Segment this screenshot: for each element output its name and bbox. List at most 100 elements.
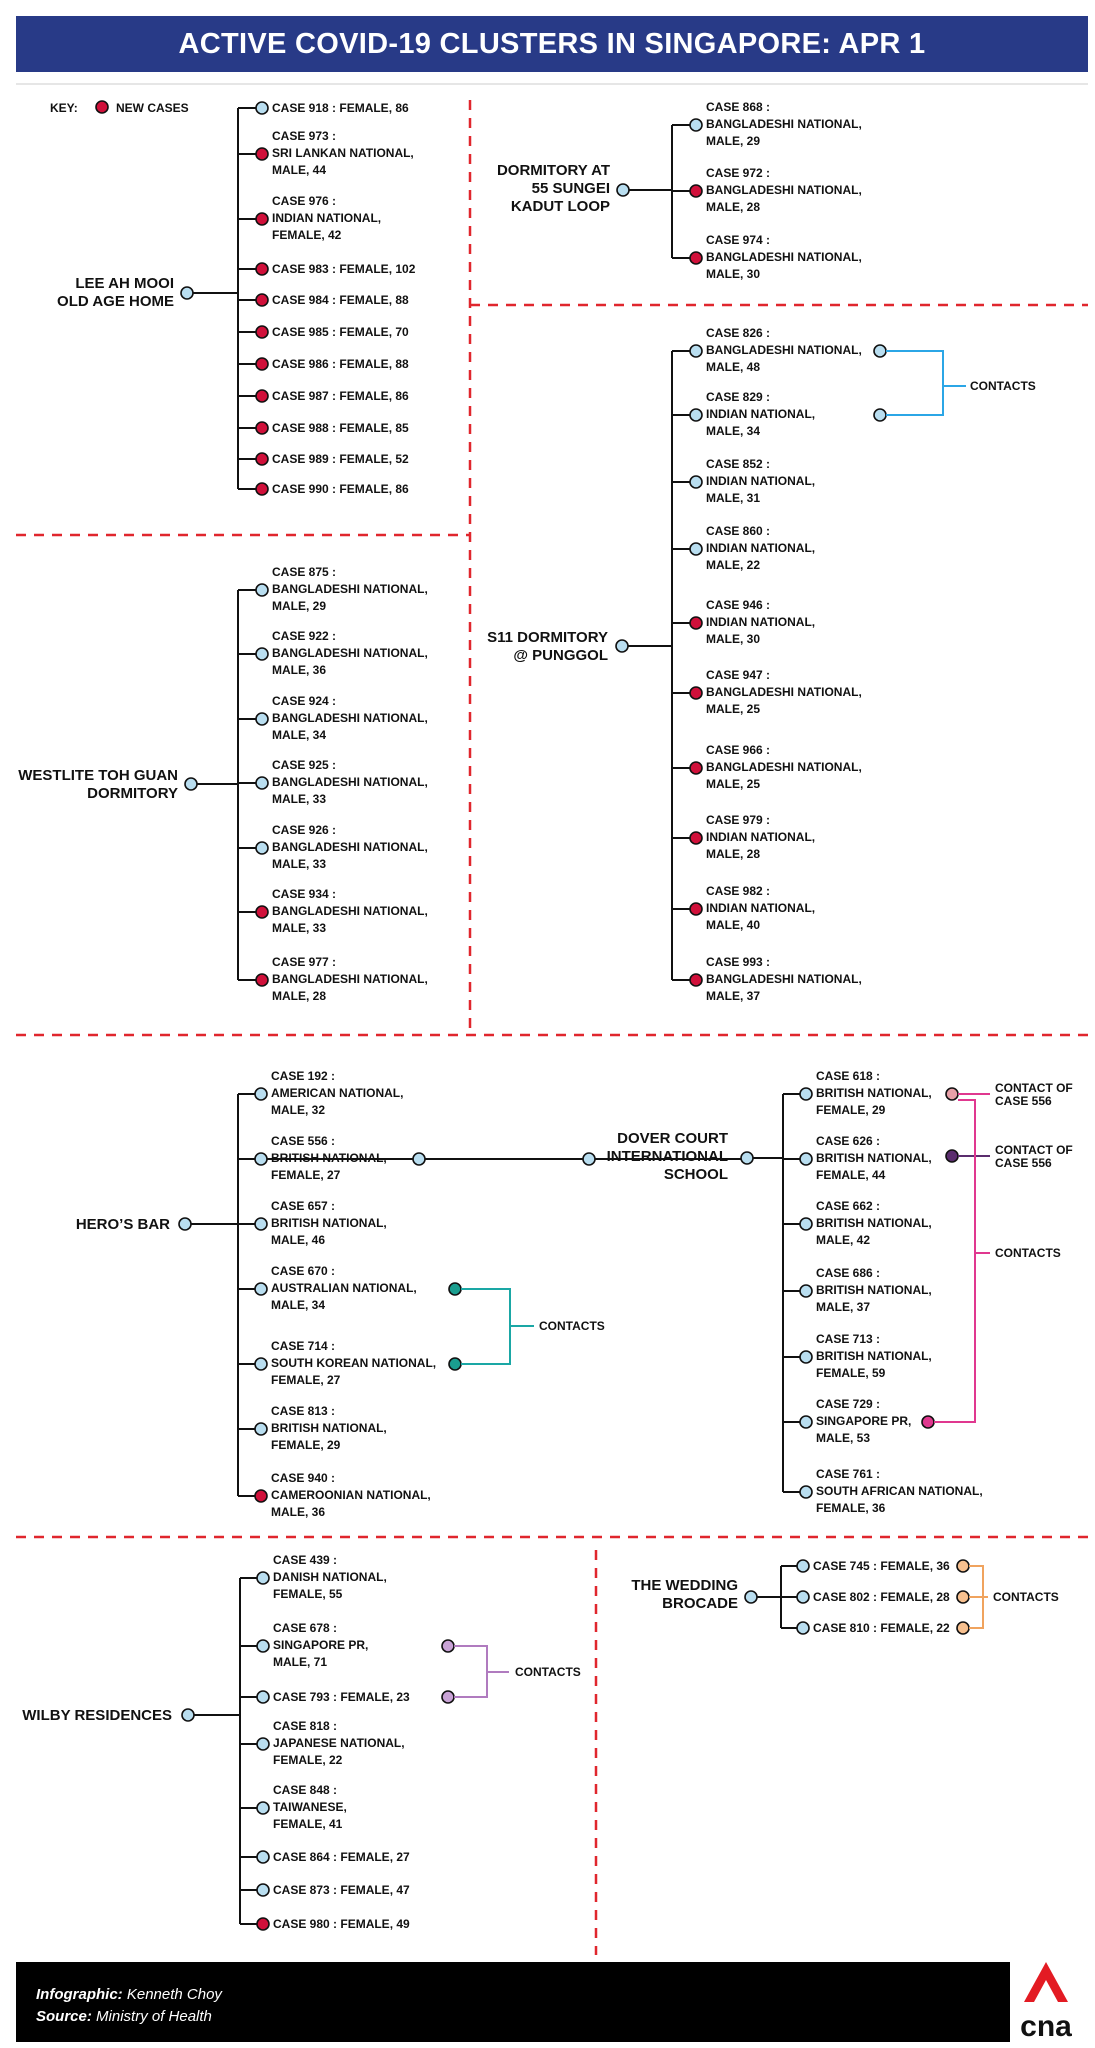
new-case-dot xyxy=(255,905,269,919)
cluster-hub-dot xyxy=(744,1590,758,1604)
case-label: CASE 729 :SINGAPORE PR,MALE, 53 xyxy=(816,1397,911,1445)
existing-case-dot xyxy=(689,475,703,489)
new-case-dot xyxy=(689,686,703,700)
contact-dot xyxy=(448,1282,462,1296)
existing-case-dot xyxy=(799,1087,813,1101)
case-label: CASE 985 : FEMALE, 70 xyxy=(272,325,409,339)
key-new-dot xyxy=(95,100,109,114)
cluster-hub-dot xyxy=(178,1217,192,1231)
case-label: CASE 980 : FEMALE, 49 xyxy=(273,1917,410,1931)
cna-logo-text: cna xyxy=(1020,2010,1072,2043)
existing-case-dot xyxy=(799,1217,813,1231)
infographic-label: Infographic: xyxy=(36,1986,123,2003)
case-label: CASE 810 : FEMALE, 22 xyxy=(813,1621,950,1635)
contact-bracket xyxy=(461,1288,511,1365)
cluster-name: S11 DORMITORY@ PUNGGOL xyxy=(487,629,608,664)
case-label: CASE 829 :INDIAN NATIONAL,MALE, 34 xyxy=(706,390,815,438)
case-label: CASE 987 : FEMALE, 86 xyxy=(272,389,409,403)
existing-case-dot xyxy=(799,1152,813,1166)
contact-dot xyxy=(956,1559,970,1573)
new-case-dot xyxy=(689,184,703,198)
cluster-hub-dot xyxy=(181,1708,195,1722)
case-label: CASE 793 : FEMALE, 23 xyxy=(273,1690,410,1704)
new-case-dot xyxy=(256,1917,270,1931)
case-label: CASE 745 : FEMALE, 36 xyxy=(813,1559,950,1573)
new-case-dot xyxy=(255,452,269,466)
case-label: CASE 618 :BRITISH NATIONAL,FEMALE, 29 xyxy=(816,1069,932,1117)
case-label: CASE 626 :BRITISH NATIONAL,FEMALE, 44 xyxy=(816,1134,932,1182)
case-label: CASE 657 :BRITISH NATIONAL,MALE, 46 xyxy=(271,1199,387,1247)
new-case-dot xyxy=(689,902,703,916)
contact-dot xyxy=(956,1621,970,1635)
new-case-dot xyxy=(255,421,269,435)
contact-dot xyxy=(956,1590,970,1604)
case-label: CASE 977 :BANGLADESHI NATIONAL,MALE, 28 xyxy=(272,955,428,1003)
footer: Infographic: Kenneth Choy Source: Minist… xyxy=(16,1962,1010,2042)
contact-dot xyxy=(873,344,887,358)
case-label: CASE 940 :CAMEROONIAN NATIONAL,MALE, 36 xyxy=(271,1471,431,1519)
cluster-name: WILBY RESIDENCES xyxy=(22,1707,172,1724)
case-label: CASE 973 :SRI LANKAN NATIONAL,MALE, 44 xyxy=(272,129,414,177)
existing-case-dot xyxy=(799,1415,813,1429)
new-case-dot xyxy=(255,262,269,276)
case-label: CASE 925 :BANGLADESHI NATIONAL,MALE, 33 xyxy=(272,758,428,806)
case-label: CASE 670 :AUSTRALIAN NATIONAL,MALE, 34 xyxy=(271,1264,417,1312)
case-label: CASE 826 :BANGLADESHI NATIONAL,MALE, 48 xyxy=(706,326,862,374)
cluster-hub-dot xyxy=(616,183,630,197)
case-label: CASE 947 :BANGLADESHI NATIONAL,MALE, 25 xyxy=(706,668,862,716)
case-label: CASE 713 :BRITISH NATIONAL,FEMALE, 59 xyxy=(816,1332,932,1380)
case-label: CASE 924 :BANGLADESHI NATIONAL,MALE, 34 xyxy=(272,694,428,742)
new-case-dot xyxy=(255,357,269,371)
new-case-dot xyxy=(255,482,269,496)
existing-case-dot xyxy=(689,542,703,556)
case-label: CASE 979 :INDIAN NATIONAL,MALE, 28 xyxy=(706,813,815,861)
cluster-hub-dot xyxy=(615,639,629,653)
new-case-dot xyxy=(255,389,269,403)
contact-dot xyxy=(945,1149,959,1163)
case-label: CASE 934 :BANGLADESHI NATIONAL,MALE, 33 xyxy=(272,887,428,935)
cluster-hub-dot xyxy=(184,777,198,791)
link-dot xyxy=(412,1152,426,1166)
existing-case-dot xyxy=(254,1217,268,1231)
existing-case-dot xyxy=(255,647,269,661)
existing-case-dot xyxy=(689,118,703,132)
contact-dot xyxy=(441,1690,455,1704)
existing-case-dot xyxy=(256,1737,270,1751)
contacts-label: CONTACTS xyxy=(993,1590,1059,1604)
link-dot xyxy=(582,1152,596,1166)
existing-case-dot xyxy=(254,1282,268,1296)
contact-bracket xyxy=(934,1099,976,1423)
case-label: CASE 192 :AMERICAN NATIONAL,MALE, 32 xyxy=(271,1069,403,1117)
case-label: CASE 993 :BANGLADESHI NATIONAL,MALE, 37 xyxy=(706,955,862,1003)
key-new-label: NEW CASES xyxy=(116,101,189,115)
case-label: CASE 868 :BANGLADESHI NATIONAL,MALE, 29 xyxy=(706,100,862,148)
case-label: CASE 922 :BANGLADESHI NATIONAL,MALE, 36 xyxy=(272,629,428,677)
source-label: Source: xyxy=(36,2008,92,2025)
case-label: CASE 989 : FEMALE, 52 xyxy=(272,452,409,466)
new-case-dot xyxy=(255,293,269,307)
case-label: CASE 946 :INDIAN NATIONAL,MALE, 30 xyxy=(706,598,815,646)
new-case-dot xyxy=(255,973,269,987)
cluster-hub-dot xyxy=(180,286,194,300)
contacts-label: CONTACTS xyxy=(539,1319,605,1333)
case-label: CASE 974 :BANGLADESHI NATIONAL,MALE, 30 xyxy=(706,233,862,281)
existing-case-dot xyxy=(796,1590,810,1604)
existing-case-dot xyxy=(256,1883,270,1897)
infographic-author: Kenneth Choy xyxy=(126,1986,222,2003)
case-label: CASE 662 :BRITISH NATIONAL,MALE, 42 xyxy=(816,1199,932,1247)
case-label: CASE 686 :BRITISH NATIONAL,MALE, 37 xyxy=(816,1266,932,1314)
case-label: CASE 988 : FEMALE, 85 xyxy=(272,421,409,435)
contacts-label: CONTACTS xyxy=(970,379,1036,393)
case-label: CASE 852 :INDIAN NATIONAL,MALE, 31 xyxy=(706,457,815,505)
case-label: CASE 983 : FEMALE, 102 xyxy=(272,262,416,276)
existing-case-dot xyxy=(256,1571,270,1585)
case-label: CASE 802 : FEMALE, 28 xyxy=(813,1590,950,1604)
existing-case-dot xyxy=(796,1559,810,1573)
new-case-dot xyxy=(255,147,269,161)
case-label: CASE 984 : FEMALE, 88 xyxy=(272,293,409,307)
